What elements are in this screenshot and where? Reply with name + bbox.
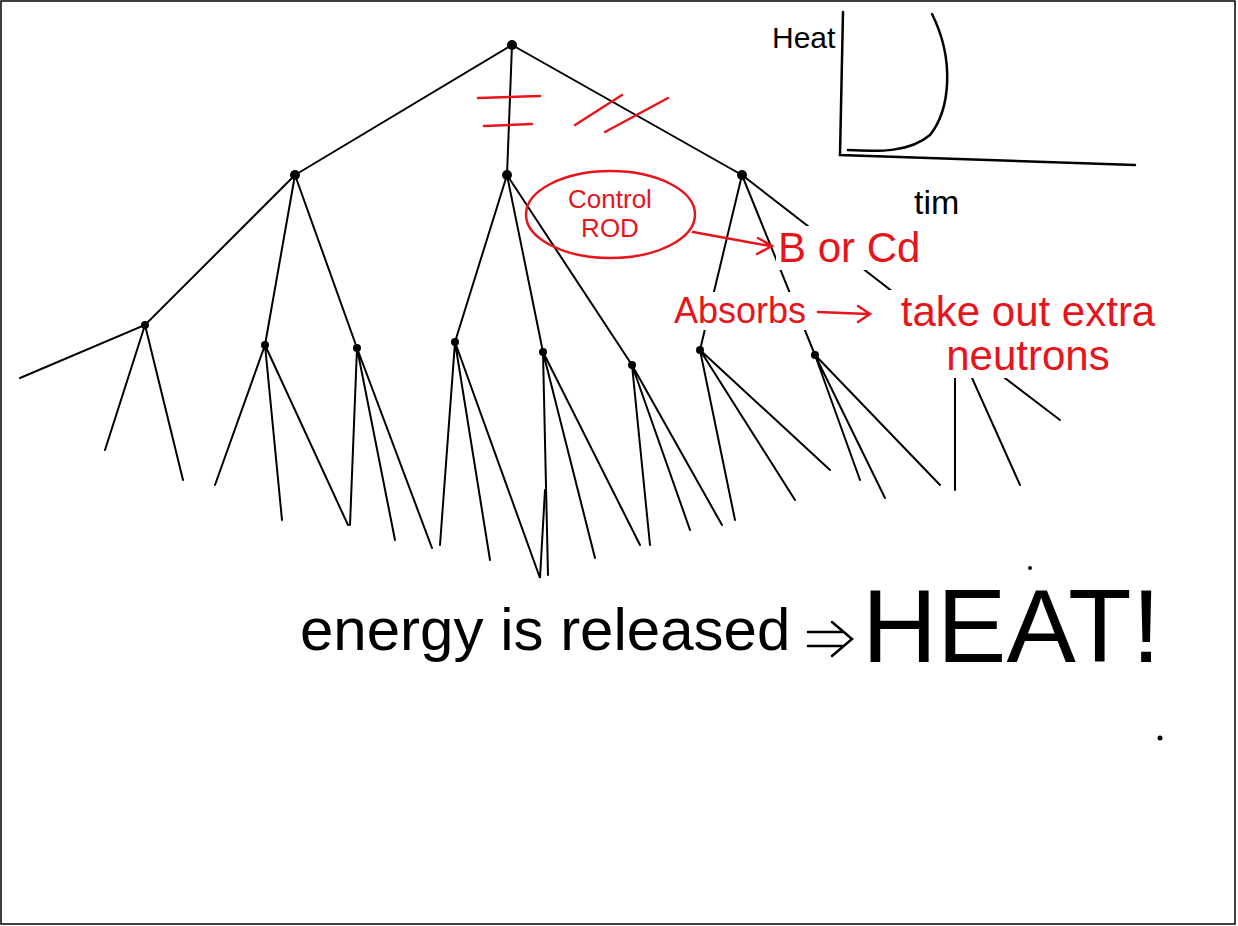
- note-text: take out extra neutrons: [876, 290, 1180, 378]
- statement-text: energy is released: [298, 598, 792, 661]
- axis-label: tim: [912, 185, 961, 221]
- heat-time-graph: [840, 12, 1135, 165]
- node-text: Control ROD: [552, 185, 668, 242]
- control-rod-circle: Control ROD: [524, 169, 697, 260]
- statement-text: HEAT!: [860, 572, 1163, 681]
- axis-label: Heat: [770, 22, 837, 54]
- red-marks: [478, 95, 870, 322]
- note-text: B or Cd: [776, 226, 922, 270]
- ellipse-path: [526, 171, 695, 258]
- note-text: Absorbs: [672, 292, 808, 330]
- nuclei-dots: [141, 40, 959, 369]
- implies-arrow: [808, 622, 852, 656]
